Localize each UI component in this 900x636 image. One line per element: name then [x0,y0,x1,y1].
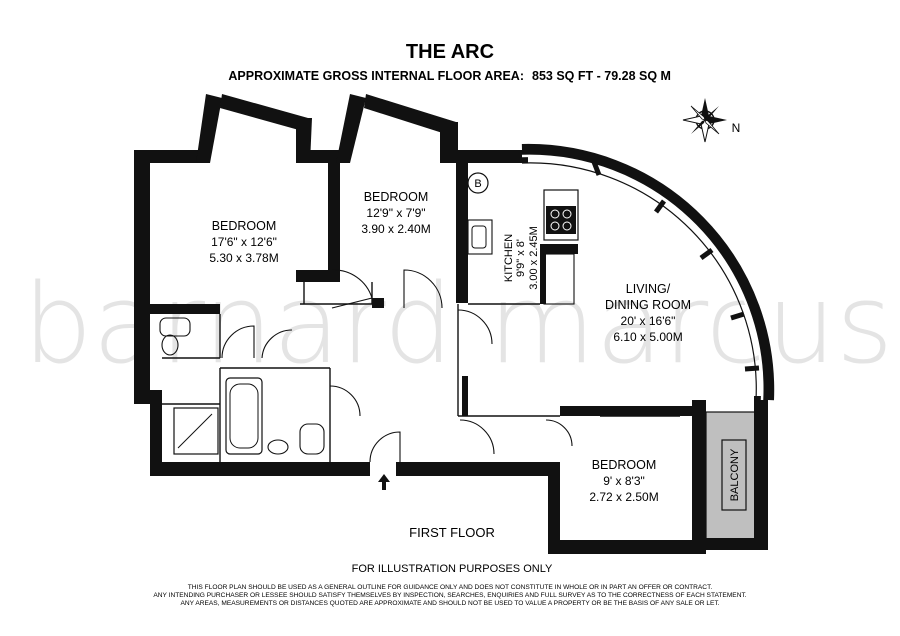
bedroom-2-name: BEDROOM [364,190,429,204]
bedroom-2-metric: 3.90 x 2.40M [361,222,430,236]
boiler-label: B [474,178,481,190]
plan-title: THE ARC [406,41,494,63]
curved-window-wall [521,143,775,401]
entrance-arrow-icon [378,474,390,490]
balcony-label-box [721,439,747,511]
room-bedroom-2: BEDROOM 12'9" x 7'9" 3.90 x 2.40M [361,190,430,236]
living-metric: 6.10 x 5.00M [613,330,682,344]
disclaimer-line-1: THIS FLOOR PLAN SHOULD BE USED AS A GENE… [188,584,713,591]
room-kitchen: KITCHEN 9'9" x 8' 3.00 x 2.45M [503,226,540,290]
kitchen-fixtures: B [467,172,579,305]
bedroom-3-imperial: 9' x 8'3" [603,474,645,488]
room-living-dining: LIVING/ DINING ROOM 20' x 16'6" 6.10 x 5… [605,282,691,344]
bathroom-fixtures [159,317,325,455]
doors [221,269,573,463]
compass-icon [682,98,727,143]
bedroom-1-imperial: 17'6" x 12'6" [211,235,277,249]
floor-label: FIRST FLOOR [409,525,495,540]
bedroom-3-metric: 2.72 x 2.50M [589,490,658,504]
kitchen-imperial: 9'9" x 8' [515,239,527,277]
room-bedroom-1: BEDROOM 17'6" x 12'6" 5.30 x 3.78M [209,219,278,265]
bedroom-1-name: BEDROOM [212,219,277,233]
disclaimer-line-2: ANY INTENDING PURCHASER OR LESSEE SHOULD… [153,592,746,599]
illustration-note: FOR ILLUSTRATION PURPOSES ONLY [352,563,553,575]
area-value: 853 SQ FT - 79.28 SQ M [532,69,671,83]
living-name-line2: DINING ROOM [605,298,691,312]
balcony-label: BALCONY [729,448,741,501]
window-mullions [591,161,760,372]
area-label: APPROXIMATE GROSS INTERNAL FLOOR AREA: [228,69,524,83]
room-bedroom-3: BEDROOM 9' x 8'3" 2.72 x 2.50M [589,458,658,504]
bedroom-1-metric: 5.30 x 3.78M [209,251,278,265]
kitchen-metric: 3.00 x 2.45M [528,226,540,290]
bedroom-2-imperial: 12'9" x 7'9" [366,206,425,220]
interior-partitions [162,282,680,462]
kitchen-name: KITCHEN [503,234,515,282]
living-name-line1: LIVING/ [626,282,671,296]
bedroom-3-name: BEDROOM [592,458,657,472]
walls [134,94,768,554]
living-imperial: 20' x 16'6" [621,314,676,328]
disclaimer-line-3: ANY AREAS, MEASUREMENTS OR DISTANCES QUO… [180,600,719,607]
north-label: N [732,121,741,135]
